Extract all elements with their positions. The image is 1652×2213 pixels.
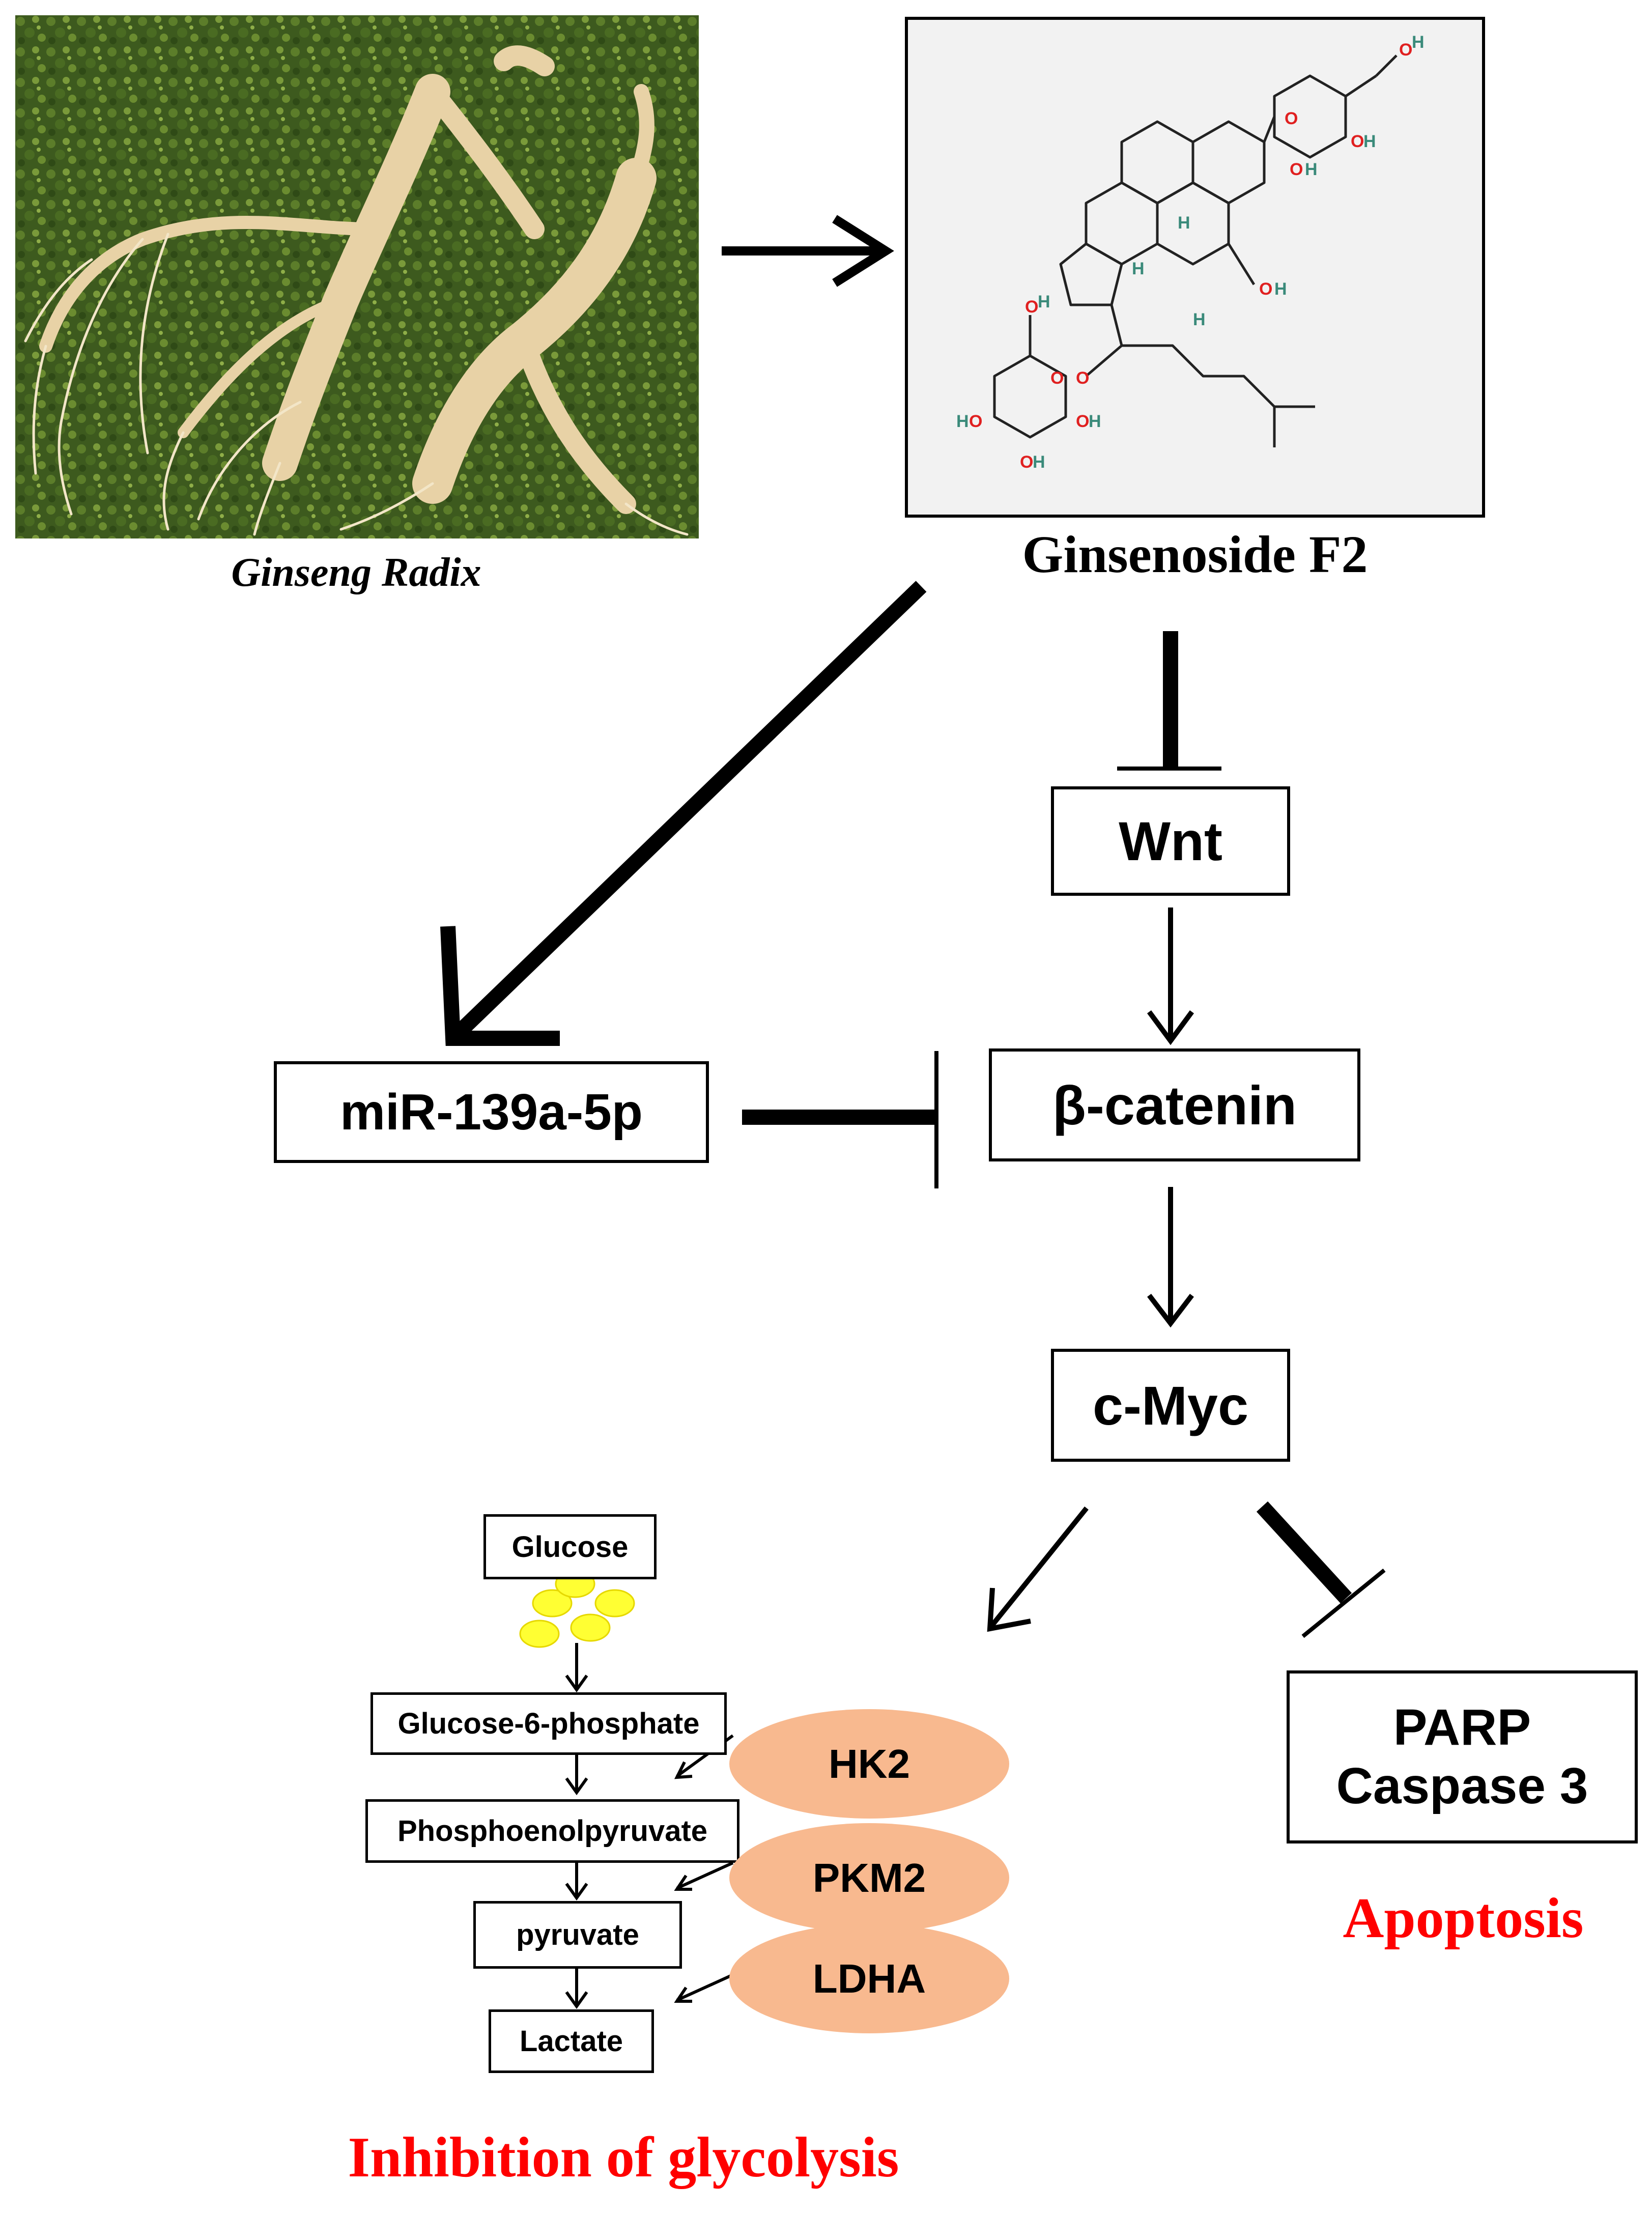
- svg-text:H: H: [1305, 160, 1318, 179]
- svg-text:H: H: [956, 412, 969, 431]
- glucose-6-phosphate-box: Glucose-6-phosphate: [371, 1692, 727, 1755]
- svg-text:O: O: [1399, 40, 1412, 60]
- cmyc-box: c-Myc: [1051, 1349, 1290, 1462]
- svg-text:H: H: [1033, 452, 1045, 472]
- lactate-box: Lactate: [489, 2009, 654, 2073]
- pyruvate-box: pyruvate: [473, 1901, 682, 1969]
- svg-text:H: H: [1274, 279, 1287, 299]
- ldha-enzyme: LDHA: [729, 1924, 1009, 2033]
- parp-caspase-box: PARP Caspase 3: [1287, 1670, 1638, 1843]
- svg-text:H: H: [1412, 33, 1425, 52]
- wnt-box: Wnt: [1051, 786, 1290, 896]
- ginseng-root-photo: [15, 15, 699, 538]
- svg-text:H: H: [1089, 412, 1101, 431]
- cmyc-inhibits-apoptosis-proteins: [1256, 1501, 1386, 1638]
- ginsenoside-structure-image: O O H O H O O H O O H O H O H O H O H H …: [905, 17, 1485, 518]
- svg-text:O: O: [1076, 412, 1089, 431]
- f2-to-mirna-arrow: [440, 581, 927, 1046]
- wnt-to-beta-catenin-arrow: [1147, 907, 1194, 1045]
- compound-name: Ginsenoside F2: [1022, 525, 1368, 584]
- beta-catenin-to-cmyc-arrow: [1147, 1187, 1194, 1328]
- beta-catenin-box: β-catenin: [989, 1048, 1360, 1161]
- svg-text:H: H: [1038, 292, 1050, 311]
- mirna-inhibits-beta-catenin: [742, 1051, 938, 1188]
- glycolysis-inhibition-label: Inhibition of glycolysis: [348, 2126, 899, 2189]
- phosphoenolpyruvate-box: Phosphoenolpyruvate: [365, 1799, 739, 1863]
- cmyc-to-glycolysis-arrow: [987, 1506, 1089, 1632]
- glucose-molecules: [519, 1570, 635, 1648]
- svg-text:O: O: [1076, 368, 1089, 388]
- mirna-box: miR-139a-5p: [274, 1061, 709, 1163]
- svg-text:O: O: [1020, 452, 1033, 472]
- svg-text:O: O: [1351, 132, 1364, 151]
- svg-text:H: H: [1132, 259, 1145, 278]
- svg-text:H: H: [1193, 310, 1206, 329]
- svg-text:H: H: [1178, 213, 1190, 233]
- photo-to-compound-arrow: [722, 215, 894, 287]
- pkm2-enzyme: PKM2: [729, 1823, 1009, 1933]
- caspase3-label: Caspase 3: [1336, 1757, 1588, 1814]
- svg-text:O: O: [1050, 368, 1064, 388]
- glucose-box: Glucose: [483, 1514, 657, 1579]
- chemical-structure-svg: O O H O H O O H O O H O H O H O H O H H …: [956, 33, 1425, 472]
- apoptosis-label: Apoptosis: [1343, 1887, 1584, 1950]
- svg-text:O: O: [969, 412, 982, 431]
- svg-text:O: O: [1290, 160, 1303, 179]
- svg-text:H: H: [1363, 132, 1376, 151]
- glycolysis-step-arrows: [565, 1643, 588, 2009]
- svg-text:O: O: [1259, 279, 1272, 299]
- enzyme-arrows: [674, 1734, 734, 2003]
- ginseng-photo-svg: [15, 15, 699, 538]
- svg-text:O: O: [1025, 297, 1038, 317]
- hk2-enzyme: HK2: [729, 1709, 1009, 1819]
- ginseng-caption: Ginseng Radix: [231, 550, 481, 595]
- svg-text:O: O: [1285, 109, 1298, 128]
- parp-label: PARP: [1393, 1699, 1531, 1756]
- f2-inhibits-wnt: [1117, 631, 1221, 771]
